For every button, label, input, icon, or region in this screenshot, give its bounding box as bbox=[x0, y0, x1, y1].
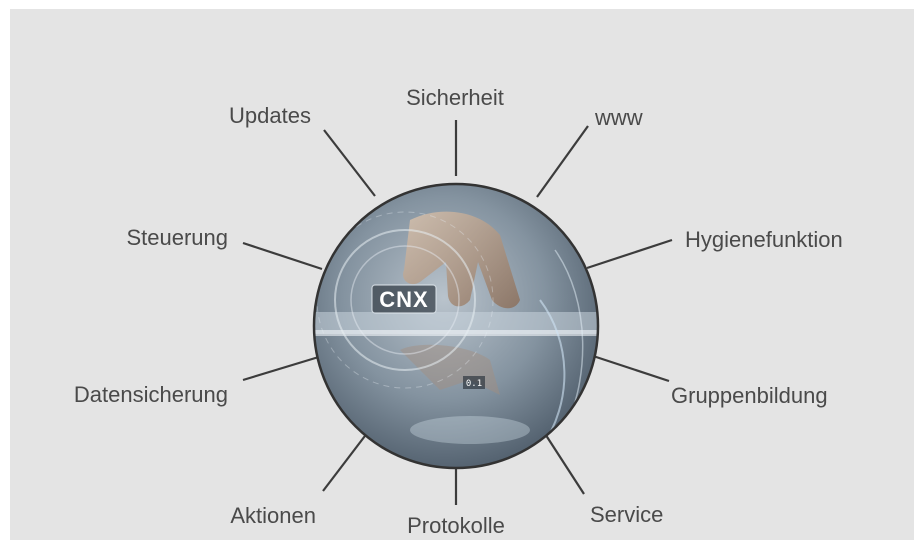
cnx-label: CNX bbox=[379, 287, 428, 312]
label-steuerung: Steuerung bbox=[126, 225, 228, 250]
spoke-line-service bbox=[539, 425, 585, 495]
center-readout: 0.1 bbox=[466, 379, 482, 389]
spoke-line-www bbox=[536, 125, 589, 198]
label-www: www bbox=[594, 105, 643, 130]
label-protokolle: Protokolle bbox=[407, 513, 505, 538]
label-updates: Updates bbox=[229, 103, 311, 128]
spoke-line-gruppenbildung bbox=[586, 352, 670, 383]
spoke-line-aktionen bbox=[322, 427, 372, 492]
label-sicherheit: Sicherheit bbox=[406, 85, 504, 110]
spoke-line-hygienefunktion bbox=[586, 238, 673, 270]
label-gruppenbildung: Gruppenbildung bbox=[671, 383, 828, 408]
label-service: Service bbox=[590, 502, 663, 527]
label-datensicherung: Datensicherung bbox=[74, 382, 228, 407]
spoke-line-updates bbox=[323, 129, 376, 197]
spoke-line-datensicherung bbox=[242, 354, 323, 382]
label-hygienefunktion: Hygienefunktion bbox=[685, 227, 843, 252]
spoke-labels: Sicherheit www Hygienefunktion Gruppenbi… bbox=[74, 85, 843, 538]
center-image-circle: CNX 0.1 bbox=[312, 182, 600, 470]
cnx-label-box bbox=[372, 285, 436, 313]
spoke-lines bbox=[242, 120, 673, 505]
spoke-line-steuerung bbox=[242, 241, 323, 271]
label-aktionen: Aktionen bbox=[230, 503, 316, 528]
